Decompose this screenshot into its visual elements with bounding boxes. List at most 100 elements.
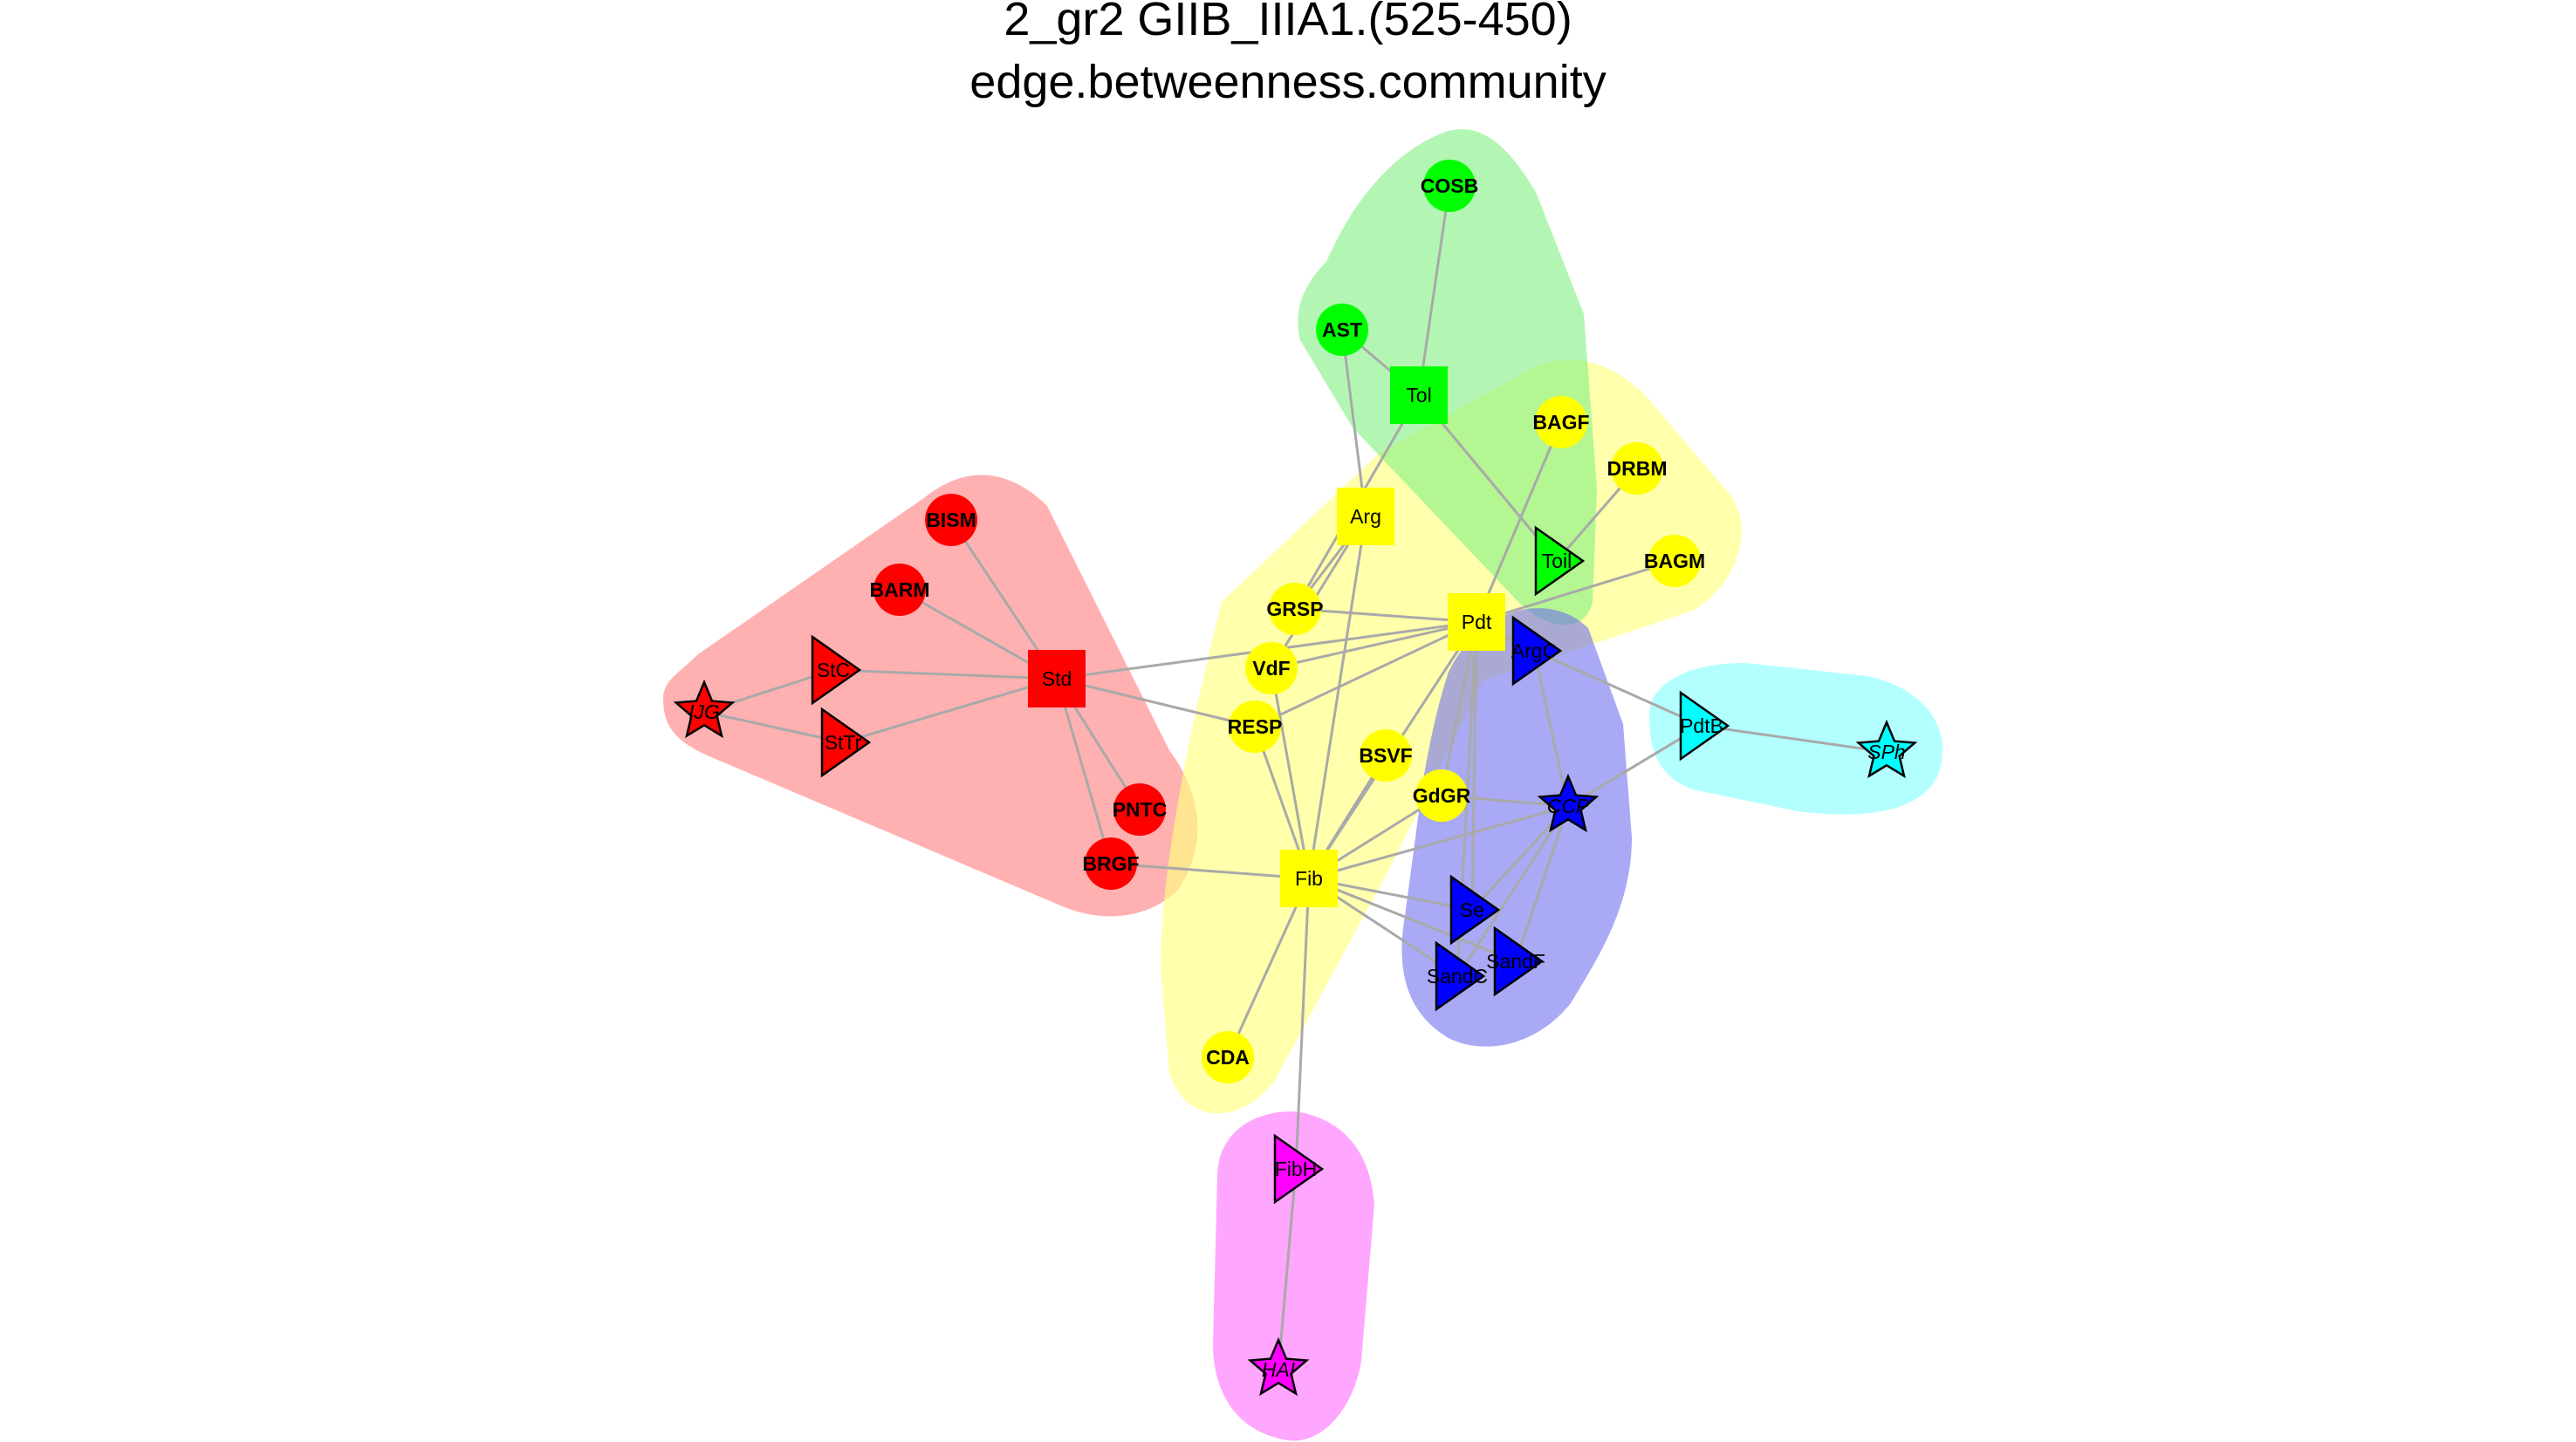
node-sph: SPh	[1855, 719, 1918, 779]
node-label-pdt: Pdt	[1462, 611, 1492, 633]
node-resp: RESP	[1228, 700, 1283, 753]
edge-pdtb-sph	[1701, 724, 1887, 754]
node-label-resp: RESP	[1228, 715, 1283, 738]
node-circle-gdgr	[1415, 769, 1468, 822]
node-label-cda: CDA	[1206, 1046, 1250, 1069]
node-circle-cosb	[1423, 160, 1476, 212]
edge-fib-sandf	[1308, 877, 1517, 963]
edge-pdt-gdgr	[1440, 621, 1478, 796]
edge-fibh-hai	[1277, 1168, 1298, 1370]
node-label-fib: Fib	[1295, 867, 1323, 890]
node-triangle-pdtb	[1679, 690, 1730, 762]
node-toil: Toil	[1534, 525, 1586, 597]
node-brgf: BRGF	[1082, 837, 1140, 890]
edge-pdt-resp	[1254, 620, 1477, 728]
node-triangle-argc	[1511, 615, 1563, 687]
node-circle-brgf	[1085, 837, 1137, 890]
edge-fib-brgf	[1110, 862, 1310, 880]
node-label-bism: BISM	[926, 509, 976, 531]
node-triangle-sttr	[820, 707, 872, 778]
node-fib: Fib	[1280, 850, 1338, 907]
community-hulls	[663, 129, 1943, 1441]
node-star-sph	[1855, 719, 1918, 779]
node-label-hai: HAI	[1262, 1358, 1296, 1381]
node-circle-grsp	[1269, 583, 1321, 635]
node-triangle-se	[1449, 874, 1501, 946]
node-bagf: BAGF	[1532, 396, 1590, 448]
node-circle-barm	[874, 564, 926, 616]
edge-stc-std	[832, 668, 1058, 680]
node-drbm: DRBM	[1607, 442, 1668, 495]
node-label-grsp: GRSP	[1266, 598, 1323, 620]
node-circle-bagf	[1535, 396, 1587, 448]
edge-argc-pdtb	[1533, 649, 1702, 728]
node-circle-cda	[1202, 1031, 1254, 1083]
edge-pdt-grsp	[1294, 607, 1477, 624]
node-cosb: COSB	[1421, 160, 1478, 212]
node-circle-bsvf	[1360, 729, 1412, 782]
node-label-brgf: BRGF	[1082, 852, 1139, 875]
node-cda: CDA	[1202, 1031, 1254, 1083]
node-label-sttr: StTr	[825, 731, 862, 754]
edge-pdtb-ccp	[1567, 724, 1702, 808]
edge-sttr-std	[842, 677, 1058, 744]
node-grsp: GRSP	[1266, 583, 1324, 635]
node-sandf: SandF	[1486, 926, 1545, 997]
node-ast: AST	[1316, 304, 1368, 356]
edge-std-brgf	[1055, 678, 1113, 865]
node-triangle-sandc	[1435, 940, 1486, 1012]
node-triangle-toil	[1534, 525, 1586, 597]
node-label-ast: AST	[1322, 318, 1362, 341]
node-triangle-fibh	[1273, 1133, 1325, 1205]
node-label-std: Std	[1042, 667, 1072, 690]
edge-ccp-sandf	[1514, 805, 1570, 962]
node-vdf: VdF	[1245, 642, 1298, 694]
edge-pdt-se	[1470, 621, 1478, 911]
edge-bagm-pdt	[1476, 559, 1675, 624]
graph-title-line2: edge.betweenness.community	[969, 56, 1606, 108]
node-label-sandf: SandF	[1486, 950, 1545, 973]
community-hull-magenta	[1213, 1111, 1374, 1441]
graph-title-line1: 2_gr2 GIIB_IIIA1.(525-450)	[1004, 0, 1572, 45]
node-label-ccp: CCP	[1547, 795, 1590, 817]
node-triangle-sandf	[1493, 926, 1545, 997]
edge-cosb-tol	[1417, 185, 1451, 396]
edge-sttr-ijg	[703, 710, 844, 744]
node-bism: BISM	[925, 494, 977, 546]
node-circle-resp	[1229, 700, 1281, 753]
node-square-fib	[1280, 850, 1338, 907]
node-arg: Arg	[1337, 488, 1394, 545]
edge-ast-arg	[1340, 329, 1367, 517]
node-pntc: PNTC	[1113, 783, 1168, 836]
node-sandc: SandC	[1427, 940, 1488, 1012]
node-label-vdf: VdF	[1252, 657, 1290, 680]
node-label-argc: ArgC	[1511, 639, 1557, 662]
node-circle-drbm	[1611, 442, 1663, 495]
node-ccp: CCP	[1537, 773, 1600, 833]
node-circle-bism	[925, 494, 977, 546]
node-label-barm: BARM	[870, 578, 930, 601]
node-pdtb: PdtB	[1679, 690, 1730, 762]
node-circle-pntc	[1113, 783, 1166, 836]
node-tol: Tol	[1390, 366, 1448, 424]
edge-fib-cda	[1226, 878, 1311, 1058]
node-square-std	[1028, 650, 1086, 707]
edge-arg-fib	[1307, 516, 1367, 879]
edge-ccp-sandc	[1456, 805, 1570, 977]
node-label-sandc: SandC	[1427, 965, 1488, 988]
node-label-arg: Arg	[1350, 505, 1381, 528]
node-label-bagm: BAGM	[1644, 550, 1705, 572]
node-label-stc: StC	[817, 659, 850, 681]
node-hai: HAI	[1247, 1336, 1310, 1397]
node-stc: StC	[811, 634, 862, 706]
node-std: Std	[1028, 650, 1086, 707]
node-label-gdgr: GdGR	[1413, 784, 1471, 807]
node-bsvf: BSVF	[1359, 729, 1413, 782]
node-label-pdtb: PdtB	[1680, 714, 1723, 737]
edge-fib-ccp	[1308, 804, 1569, 880]
node-square-tol	[1390, 366, 1448, 424]
edge-vdf-fib	[1270, 667, 1311, 879]
node-label-pntc: PNTC	[1113, 798, 1168, 821]
